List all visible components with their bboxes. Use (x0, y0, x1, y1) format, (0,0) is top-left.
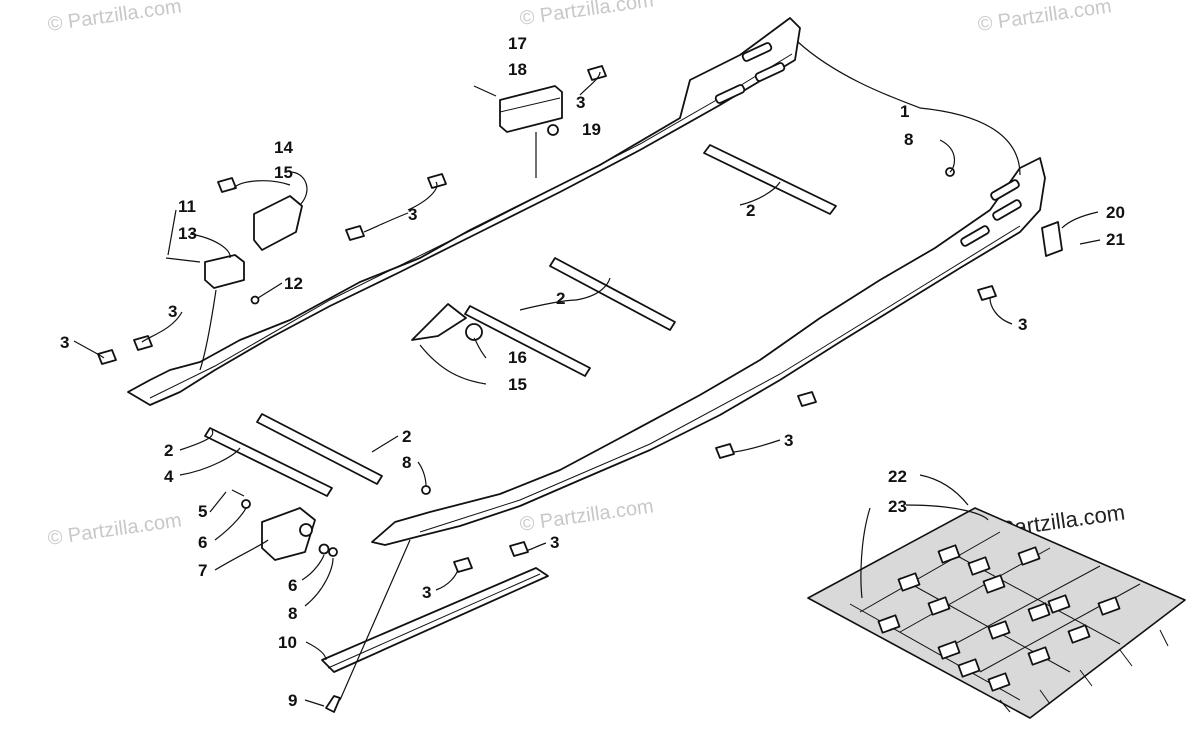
callout-3: 3 (550, 533, 559, 552)
callout-5: 5 (198, 502, 207, 521)
callout-15: 15 (274, 163, 293, 182)
callout-17: 17 (508, 34, 527, 53)
callout-2: 2 (402, 427, 411, 446)
callout-6: 6 (198, 533, 207, 552)
rail-lower (371, 157, 1046, 546)
callout-1: 1 (900, 102, 909, 121)
callout-3: 3 (576, 93, 585, 112)
callout-23: 23 (888, 497, 907, 516)
callout-3: 3 (408, 205, 417, 224)
cross-shafts (204, 144, 837, 497)
callout-3: 3 (784, 431, 793, 450)
callout-13: 13 (178, 224, 197, 243)
rail-upper (127, 17, 801, 406)
callout-8: 8 (904, 130, 913, 149)
callout-15: 15 (508, 375, 527, 394)
callout-8: 8 (402, 453, 411, 472)
callout-7: 7 (198, 561, 207, 580)
callout-10: 10 (278, 633, 297, 652)
leader-lines (73, 41, 1101, 707)
callout-9: 9 (288, 691, 297, 710)
callout-2: 2 (746, 201, 755, 220)
callout-16: 16 (508, 348, 527, 367)
callout-3: 3 (422, 583, 431, 602)
callout-2: 2 (164, 441, 173, 460)
callout-18: 18 (508, 60, 527, 79)
callout-8: 8 (288, 604, 297, 623)
callout-2: 2 (556, 289, 565, 308)
callouts: 1 2 2 2 2 3 3 3 3 3 3 3 3 4 5 6 6 7 8 8 … (60, 34, 1125, 710)
callout-11: 11 (178, 197, 196, 216)
callout-3: 3 (1018, 315, 1027, 334)
callout-6: 6 (288, 576, 297, 595)
callout-21: 21 (1106, 230, 1125, 249)
callout-14: 14 (274, 138, 293, 157)
callout-12: 12 (284, 274, 303, 293)
callout-19: 19 (582, 120, 601, 139)
callout-3: 3 (168, 302, 177, 321)
callout-3: 3 (60, 333, 69, 352)
hardware (97, 65, 1063, 713)
track (807, 507, 1186, 719)
callout-4: 4 (164, 467, 174, 486)
callout-22: 22 (888, 467, 907, 486)
callout-20: 20 (1106, 203, 1125, 222)
